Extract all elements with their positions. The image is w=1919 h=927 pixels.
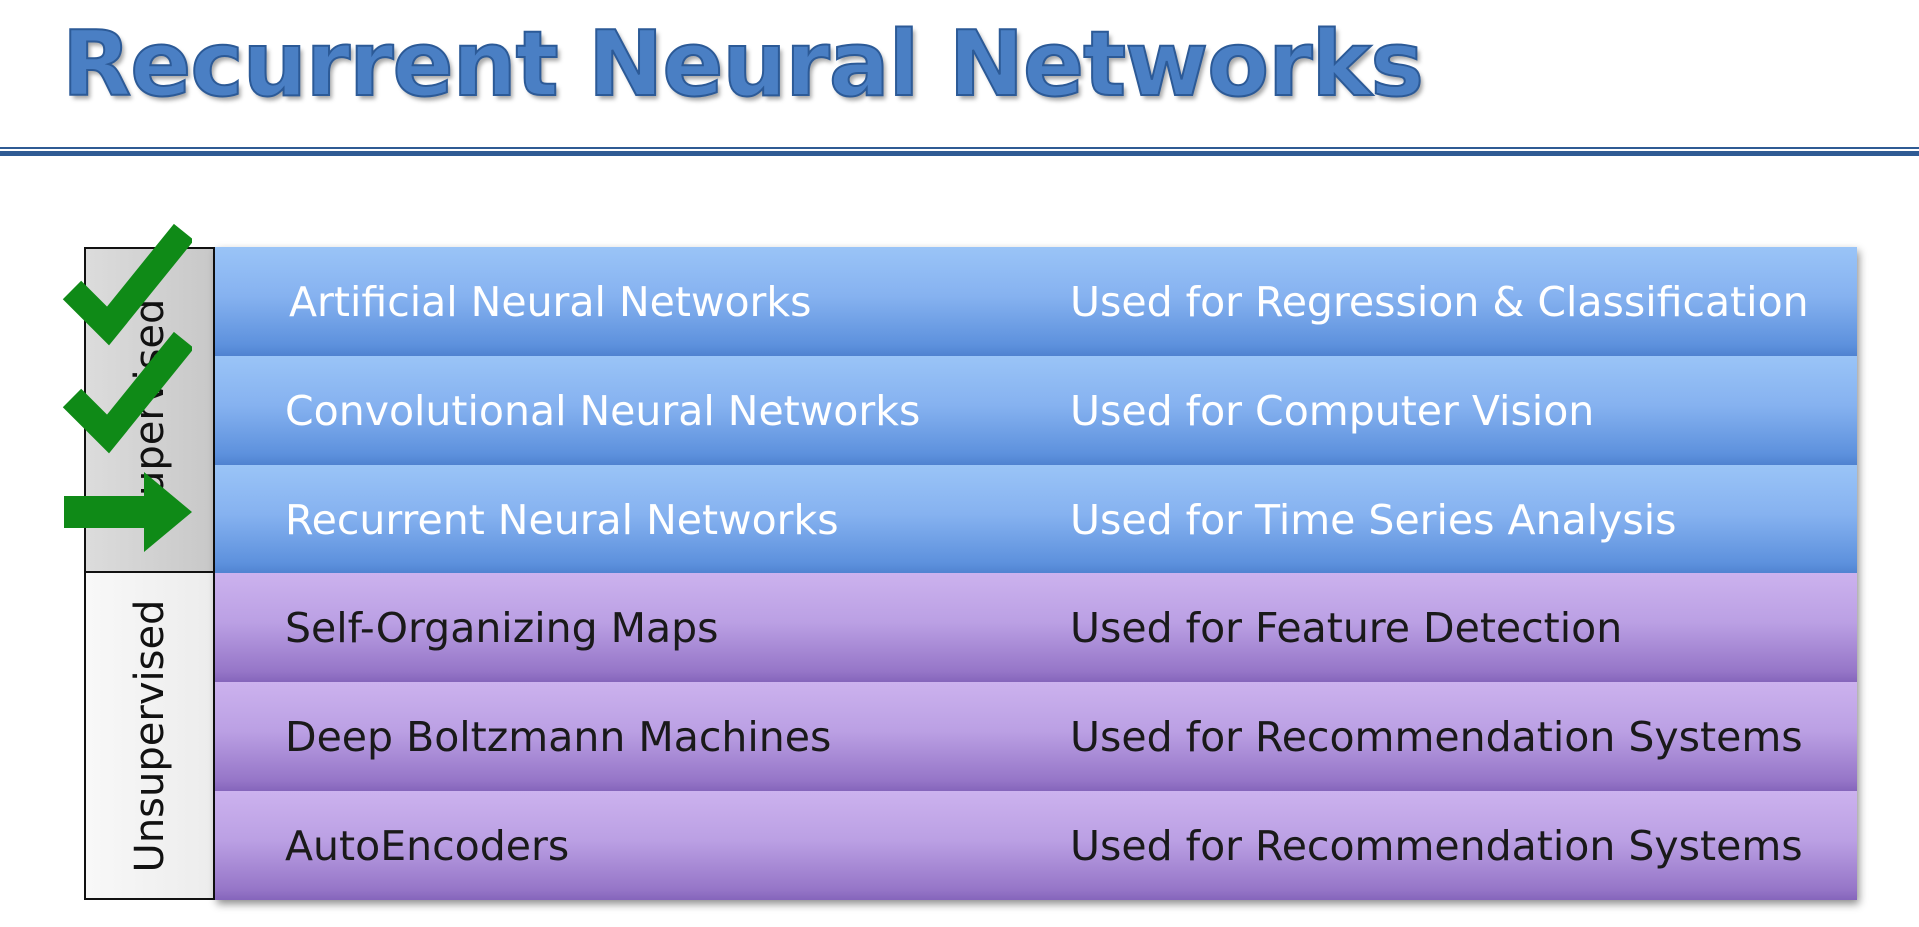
unsupervised-label: Unsupervised	[126, 599, 173, 872]
table-row-cnn: Convolutional Neural Networks Used for C…	[215, 356, 1857, 465]
table-row-ann: Artificial Neural Networks Used for Regr…	[215, 247, 1857, 356]
check-icon	[62, 223, 192, 346]
table-row-autoencoders: AutoEncoders Used for Recommendation Sys…	[215, 791, 1857, 900]
row-name: Recurrent Neural Networks	[285, 495, 839, 544]
unsupervised-group-label-box: Unsupervised	[84, 571, 215, 900]
row-use: Used for Feature Detection	[1070, 603, 1623, 652]
row-use: Used for Computer Vision	[1070, 386, 1595, 435]
arrow-right-icon	[64, 472, 192, 552]
table-row-dbm: Deep Boltzmann Machines Used for Recomme…	[215, 682, 1857, 791]
row-name: Convolutional Neural Networks	[285, 386, 921, 435]
row-name: Deep Boltzmann Machines	[285, 712, 832, 761]
title-divider-thin	[0, 147, 1919, 149]
title-divider-thick	[0, 151, 1919, 156]
table-row-rnn: Recurrent Neural Networks Used for Time …	[215, 465, 1857, 574]
network-types-table: Artificial Neural Networks Used for Regr…	[215, 247, 1857, 900]
row-use: Used for Regression & Classification	[1070, 277, 1809, 326]
row-name: AutoEncoders	[285, 821, 570, 870]
row-use: Used for Time Series Analysis	[1070, 495, 1677, 544]
slide-title: Recurrent Neural Networks	[61, 12, 1425, 117]
row-name: Artificial Neural Networks	[289, 277, 812, 326]
table-row-som: Self-Organizing Maps Used for Feature De…	[215, 573, 1857, 682]
check-icon	[62, 331, 192, 454]
row-use: Used for Recommendation Systems	[1070, 712, 1803, 761]
row-name: Self-Organizing Maps	[285, 603, 719, 652]
row-use: Used for Recommendation Systems	[1070, 821, 1803, 870]
